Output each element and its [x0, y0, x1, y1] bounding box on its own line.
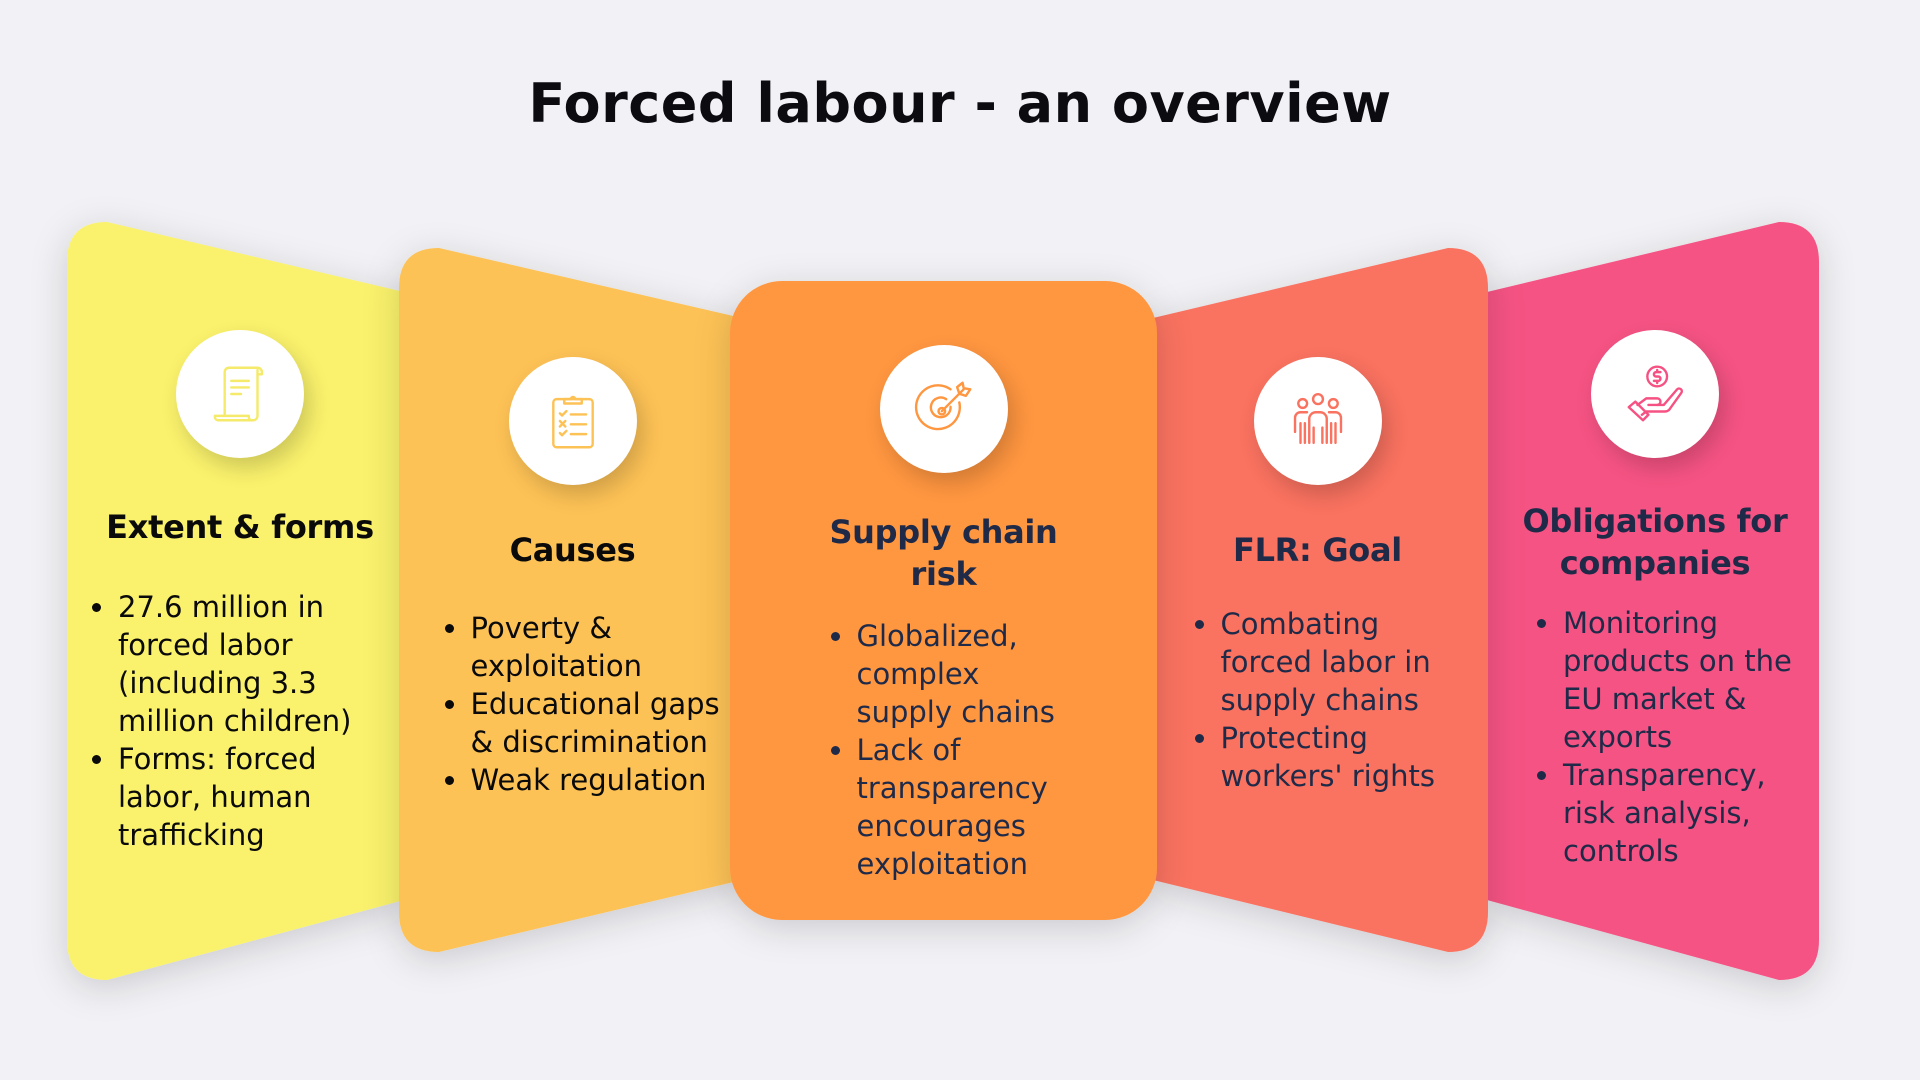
- bullet-item: Educational gaps & discrimination: [443, 685, 733, 761]
- card-supply-chain-risk: Supply chain risk Globalized, complex su…: [760, 345, 1127, 883]
- icon-badge: [508, 357, 637, 485]
- card-5-shape: [1487, 222, 1819, 980]
- bullet-list: Combating forced labor in supply chains …: [1193, 605, 1463, 795]
- bullet-item: Weak regulation: [443, 761, 733, 799]
- bullet-list: Globalized, complex supply chains Lack o…: [829, 617, 1069, 883]
- clipboard-checklist-icon: [551, 395, 594, 449]
- card-3-shape: [730, 281, 1157, 920]
- icon-badge: [879, 345, 1008, 473]
- bullet-item: Lack of transparency encourages exploita…: [829, 731, 1069, 883]
- bullet-item: Combating forced labor in supply chains: [1193, 605, 1463, 719]
- page-title: Forced labour - an overview: [528, 72, 1392, 135]
- bullet-list: Monitoring products on the EU market & e…: [1535, 604, 1805, 870]
- bullet-item: Poverty & exploitation: [443, 609, 733, 685]
- card-1-shape: [67, 222, 404, 980]
- card-causes: Causes Poverty & exploitation Educationa…: [415, 357, 730, 799]
- bullet-item: 27.6 million in forced labor (including …: [90, 588, 390, 740]
- card-4-shape: [1153, 248, 1488, 952]
- bullet-item: Globalized, complex supply chains: [829, 617, 1069, 731]
- bullet-item: Protecting workers' rights: [1193, 719, 1463, 795]
- card-title: FLR: Goal: [1233, 531, 1402, 569]
- icon-badge: [1253, 357, 1382, 485]
- bullet-item: Transparency, risk analysis, controls: [1535, 756, 1805, 870]
- card-2-shape: [399, 248, 742, 952]
- card-title: Causes: [509, 531, 636, 569]
- bullet-list: Poverty & exploitation Educational gaps …: [443, 609, 733, 799]
- bullet-list: 27.6 million in forced labor (including …: [90, 588, 390, 854]
- people-group-icon: [1293, 393, 1342, 445]
- card-title: Obligations for companies: [1522, 502, 1788, 582]
- card-obligations: Obligations for companies Monitoring pro…: [1495, 330, 1815, 870]
- bullet-item: Forms: forced labor, human trafficking: [90, 740, 390, 854]
- icon-badge: [176, 330, 304, 458]
- target-arrow-icon: [914, 381, 971, 431]
- card-title: Supply chain risk: [829, 513, 1058, 593]
- card-flr-goal: FLR: Goal Combating forced labor in supp…: [1165, 357, 1470, 795]
- icon-badge: [1591, 330, 1719, 458]
- hand-coin-dollar-icon: [1627, 365, 1683, 422]
- card-title: Extent & forms: [106, 508, 374, 546]
- bullet-item: Monitoring products on the EU market & e…: [1535, 604, 1805, 756]
- card-extent-forms: Extent & forms 27.6 million in forced la…: [80, 330, 400, 854]
- scroll-document-icon: [213, 366, 264, 422]
